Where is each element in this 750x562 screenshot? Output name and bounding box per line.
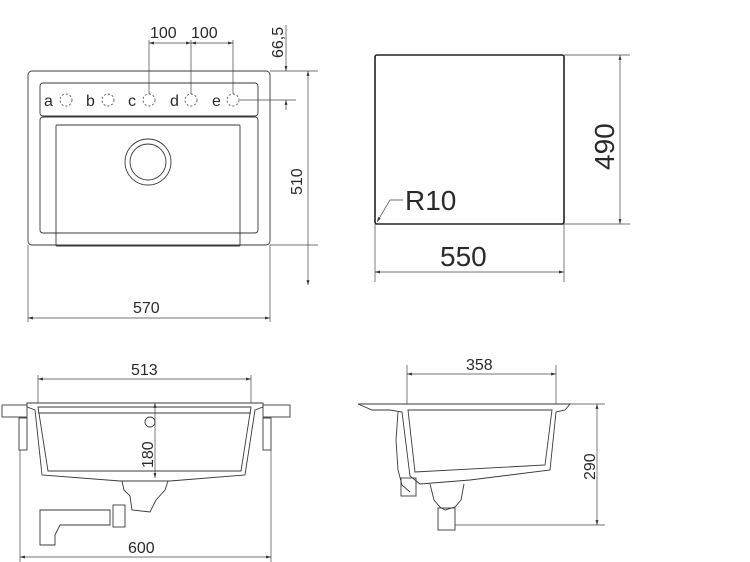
cutout-width-label: 550 [440, 241, 487, 272]
hole-label-b: b [86, 93, 95, 110]
front-inner-width-label: 513 [131, 362, 158, 379]
side-inner-width-label: 358 [466, 357, 493, 374]
hole-spacing-1-label: 100 [150, 25, 177, 42]
front-section-view [1, 375, 291, 562]
hole-label-c: c [128, 93, 136, 110]
edge-offset-label: 66,5 [270, 27, 287, 58]
width-570-label: 570 [133, 300, 160, 317]
front-depth-label: 180 [140, 441, 157, 468]
height-510-label: 510 [289, 168, 306, 195]
hole-label-d: d [170, 93, 179, 110]
side-section-view [357, 365, 605, 531]
overall-width-label: 600 [128, 540, 155, 557]
side-depth-label: 290 [582, 453, 599, 480]
hole-label-a: a [44, 93, 53, 110]
hole-label-e: e [212, 93, 221, 110]
corner-radius-label: R10 [405, 185, 456, 216]
top-view [27, 25, 318, 322]
cutout-height-label: 490 [589, 123, 620, 170]
hole-spacing-2-label: 100 [191, 25, 218, 42]
cutout-view [374, 54, 630, 282]
